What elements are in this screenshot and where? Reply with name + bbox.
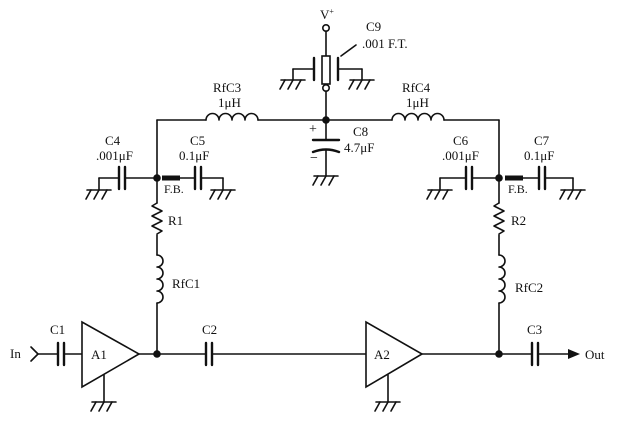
- input-label: In: [10, 346, 21, 361]
- c4-name: C4: [105, 133, 121, 148]
- c2-capacitor: C2: [202, 322, 217, 367]
- rfc4-coil: [391, 112, 445, 121]
- c6-value: .001μF: [442, 148, 479, 163]
- rfc2-label: RfC2: [515, 280, 543, 295]
- c7-capacitor: C7 0.1μF: [522, 133, 574, 191]
- c5-name: C5: [190, 133, 205, 148]
- r2-resistor: [493, 202, 505, 235]
- r1-resistor: [151, 202, 163, 235]
- c8-capacitor: + − C8 4.7μF: [309, 119, 374, 177]
- r1-label: R1: [168, 213, 183, 228]
- input-terminal: In: [10, 346, 39, 362]
- rfc1-label: RfC1: [172, 276, 200, 291]
- a2-output-junction: [495, 350, 503, 358]
- c4-capacitor: C4 .001μF: [96, 133, 158, 191]
- c9-body: [321, 55, 331, 85]
- a1-label: A1: [91, 347, 107, 362]
- amplifier-a2: A2: [365, 320, 424, 389]
- rfc3-coil: [205, 112, 259, 121]
- ferrite-bead-left-label: F.B.: [164, 182, 184, 196]
- input-connector-icon: [30, 346, 39, 362]
- a2-label: A2: [374, 347, 390, 362]
- ground-symbol-c8: [312, 175, 339, 186]
- c4-value: .001μF: [96, 148, 133, 163]
- c3-label: C3: [527, 322, 542, 337]
- c8-name: C8: [353, 124, 368, 139]
- c2-label: C2: [202, 322, 217, 337]
- c9-name: C9: [366, 19, 381, 34]
- v-plus-terminal: V+: [320, 7, 334, 32]
- c8-minus-sign: −: [310, 151, 318, 166]
- ferrite-bead-right-label: F.B.: [508, 182, 528, 196]
- ground-symbol-a2: [374, 401, 401, 412]
- r2-label: R2: [511, 213, 526, 228]
- c6-name: C6: [453, 133, 469, 148]
- c7-name: C7: [534, 133, 550, 148]
- c5-value: 0.1μF: [179, 148, 209, 163]
- rfc4-name: RfC4: [402, 80, 431, 95]
- amplifier-a1: A1: [81, 320, 141, 389]
- rfc4-inductor: RfC4 1μH: [391, 80, 445, 121]
- rfc3-name: RfC3: [213, 80, 241, 95]
- c9-leader-line: [340, 44, 357, 57]
- c7-value: 0.1μF: [524, 148, 554, 163]
- c1-label: C1: [50, 322, 65, 337]
- ground-symbol-c9-right: [348, 68, 375, 90]
- ground-symbol-c6: [426, 177, 453, 200]
- a2-triangle: [365, 320, 424, 389]
- ground-symbol-c9-left: [279, 68, 306, 90]
- output-label: Out: [585, 347, 605, 362]
- ground-symbol-c5: [209, 177, 236, 200]
- ground-symbol-a1: [90, 401, 117, 412]
- c8-value: 4.7μF: [344, 140, 374, 155]
- a1-output-junction: [153, 350, 161, 358]
- c8-plus-sign: +: [309, 122, 317, 137]
- c9-feedthrough-capacitor: C9 .001 F.T.: [292, 19, 408, 85]
- c9-value: .001 F.T.: [362, 36, 408, 51]
- c1-capacitor: C1: [50, 322, 66, 367]
- v-plus-label: V+: [320, 7, 334, 22]
- rfc2-inductor: [498, 254, 506, 304]
- c3-capacitor: C3: [527, 322, 542, 367]
- rfc4-value: 1μH: [406, 95, 429, 110]
- c5-capacitor: C5 0.1μF: [179, 133, 224, 191]
- rfc3-inductor: RfC3 1μH: [205, 80, 259, 121]
- c6-capacitor: C6 .001μF: [439, 133, 500, 191]
- ground-symbol-c4: [85, 177, 112, 200]
- a1-triangle: [81, 320, 141, 389]
- rfc3-value: 1μH: [218, 95, 241, 110]
- rfc1-inductor: [156, 254, 164, 304]
- output-arrow-icon: [568, 349, 580, 359]
- ground-symbol-c7: [559, 177, 586, 200]
